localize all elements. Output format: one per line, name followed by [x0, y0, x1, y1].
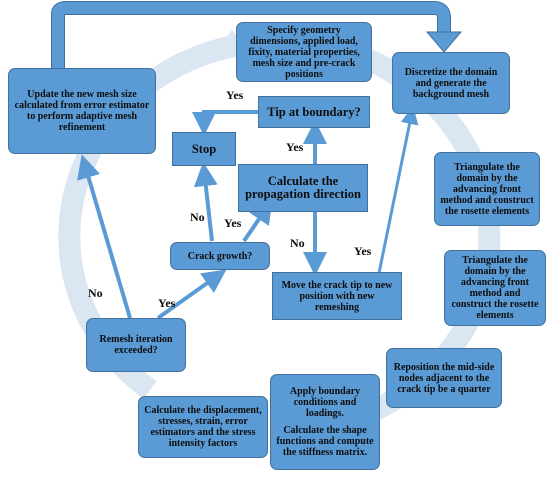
label-tip-yes: Yes [226, 88, 244, 102]
node-move-tip: Move the crack tip to new position with … [272, 272, 402, 320]
label-crack-no: No [190, 210, 205, 224]
label-move-yes: Yes [354, 244, 372, 258]
arrow-remesh-to-crack [156, 269, 227, 320]
label-crack-yes: Yes [224, 216, 242, 230]
apply-bc-text: Apply boundary conditions and loadings. [289, 386, 361, 419]
arrow-remesh-to-update [77, 154, 132, 319]
arrow-crack-to-stop [193, 162, 218, 242]
node-apply-boundary: Apply boundary conditions and loadings. … [270, 374, 380, 470]
node-triangulate-1: Triangulate the domain by the advancing … [434, 152, 540, 226]
node-crack-growth: Crack growth? [170, 242, 270, 270]
arrow-update-to-discretize-head [425, 31, 463, 53]
node-propagation: Calculate the propagation direction [238, 164, 368, 212]
node-discretize: Discretize the domain and generate the b… [392, 52, 510, 114]
arrow-tip-to-stop [192, 110, 258, 136]
label-propagation-yes: Yes [286, 140, 304, 154]
node-remesh-iteration: Remesh iteration exceeded? [86, 318, 186, 372]
node-tip-boundary: Tip at boundary? [258, 96, 370, 128]
node-triangulate-2: Triangulate the domain by the advancing … [444, 250, 546, 326]
node-calculate-displacement: Calculate the displacement, stresses, st… [138, 396, 268, 458]
label-move-no: No [290, 236, 305, 250]
node-stop: Stop [172, 132, 236, 166]
node-update-mesh: Update the new mesh size calculated from… [8, 68, 156, 154]
label-remesh-no: No [88, 286, 103, 300]
arrow-move-to-discretize [376, 106, 419, 279]
shape-functions-text: Calculate the shape functions and comput… [276, 425, 374, 458]
node-specify: Specify geometry dimensions, applied loa… [236, 22, 372, 82]
node-reposition: Reposition the mid-side nodes adjacent t… [386, 348, 502, 408]
label-remesh-yes: Yes [158, 296, 176, 310]
